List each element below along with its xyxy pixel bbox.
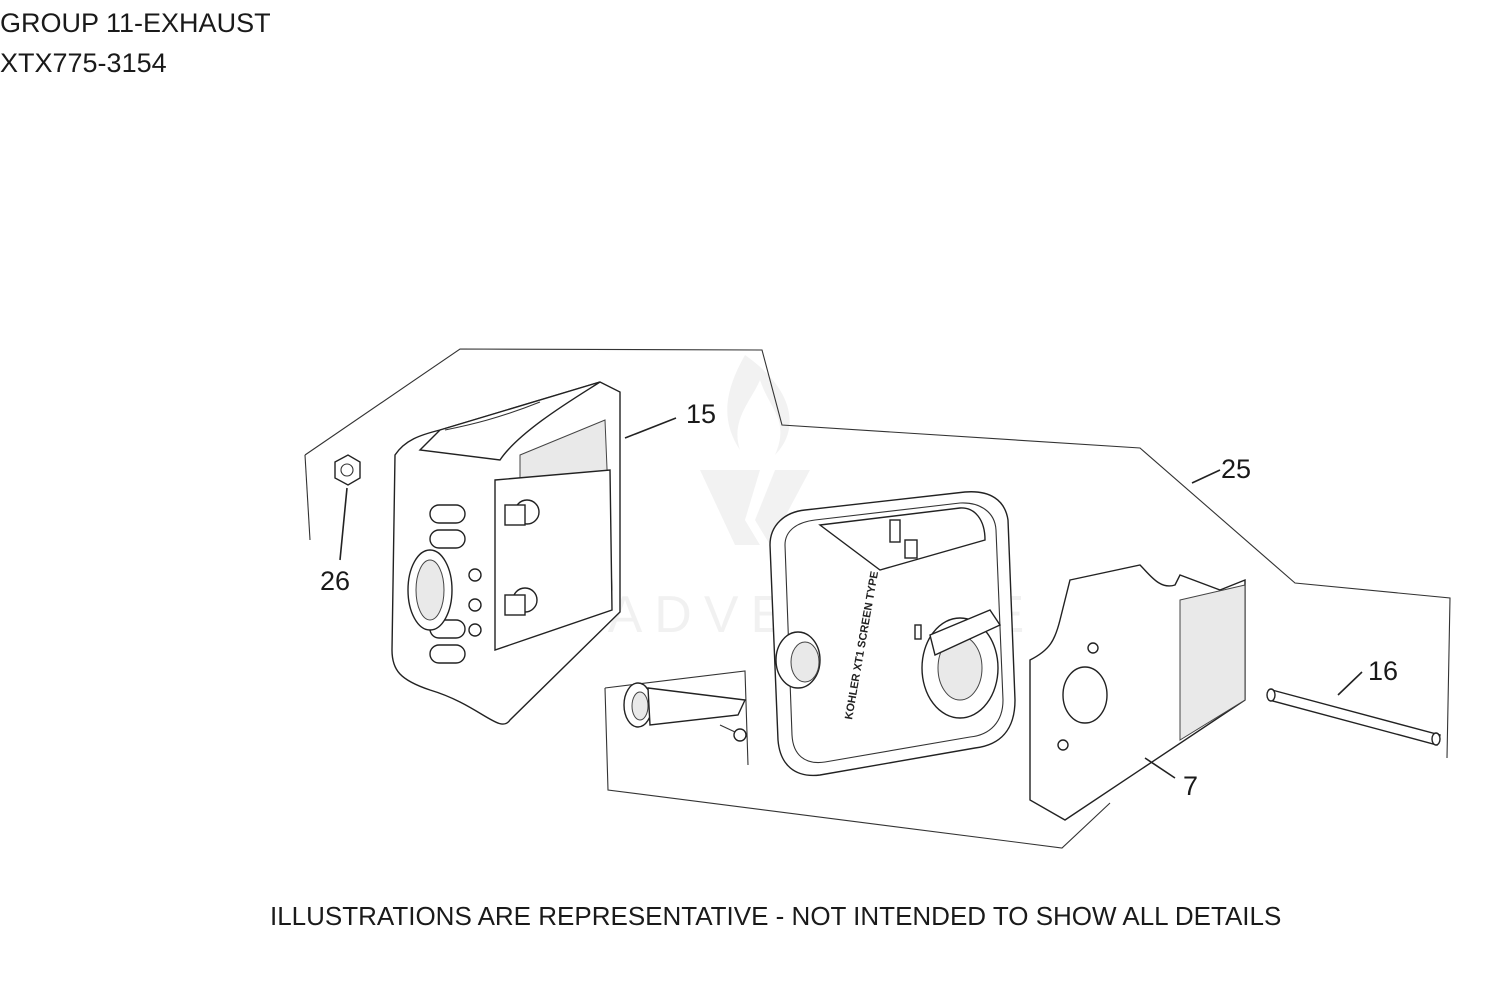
disclaimer-note: ILLUSTRATIONS ARE REPRESENTATIVE - NOT I… (270, 901, 1282, 931)
assembly-outline-group (304, 348, 1451, 849)
group-title: GROUP 11-EXHAUST (0, 8, 271, 38)
heat-plate-part-7 (1029, 564, 1246, 821)
callout-7: 7 (1183, 771, 1198, 801)
heat-shield-part-15 (391, 381, 621, 725)
muffler-assembly: KOHLER XT1 SCREEN TYPE (769, 491, 1016, 777)
callout-26: 26 (320, 566, 350, 596)
flange-nut-part-26 (334, 454, 361, 486)
callout-leaders (339, 417, 1363, 779)
rod-part-16 (1266, 688, 1441, 746)
spark-arrestor (623, 682, 747, 742)
model-code: XTX775-3154 (0, 48, 167, 78)
callout-15: 15 (686, 399, 716, 429)
callout-16: 16 (1368, 656, 1398, 686)
callout-25: 25 (1221, 454, 1251, 484)
